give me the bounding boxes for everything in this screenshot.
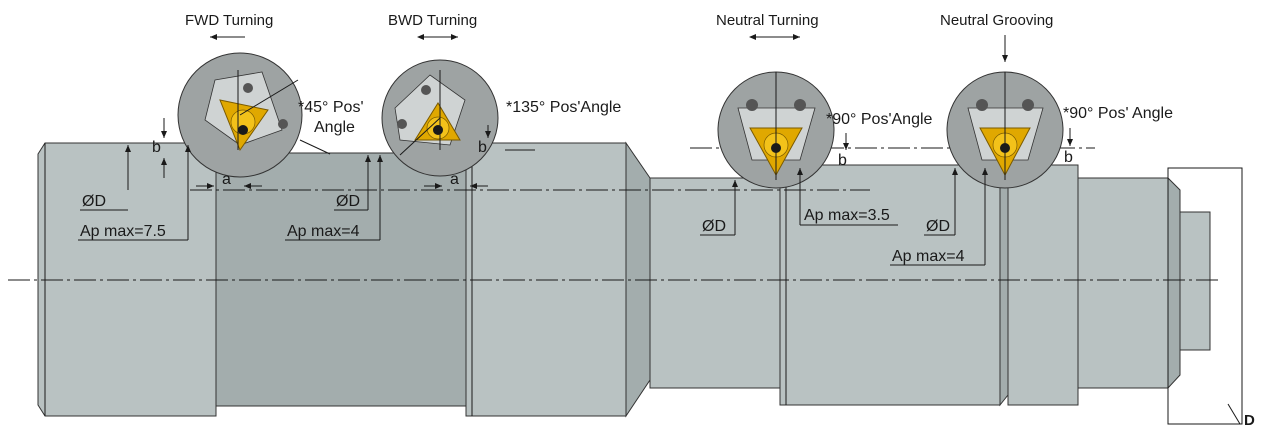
detail-leader	[1227, 403, 1241, 425]
bwd-od-label: ØD	[336, 193, 360, 210]
fwd-tool	[177, 52, 303, 178]
bwd-tool	[381, 59, 499, 177]
bwd-angle-label: *135° Pos'Angle	[506, 99, 621, 116]
neutral-grooving-tool	[946, 71, 1064, 189]
neutral-grooving-ap-label: Ap max=4	[892, 248, 965, 265]
neutral-grooving-angle-label: *90° Pos' Angle	[1063, 105, 1173, 122]
neutral-grooving-title: Neutral Grooving	[940, 12, 1053, 29]
fwd-angle-label-2: Angle	[314, 119, 355, 136]
fwd-angle-leader	[299, 139, 331, 155]
neutral-turning-ap-label: Ap max=3.5	[804, 207, 890, 224]
detail-label: D	[1244, 412, 1255, 429]
fwd-angle-label-1: *45° Pos'	[298, 99, 364, 116]
neutral-turning-od-label: ØD	[702, 218, 726, 235]
neutral-turning-b-label: b	[838, 152, 847, 169]
neutral-grooving-od-label: ØD	[926, 218, 950, 235]
fwd-ap-label: Ap max=7.5	[80, 223, 166, 240]
neutral-turning-tool	[717, 71, 835, 189]
neutral-turning-title: Neutral Turning	[716, 12, 819, 29]
fwd-od-label: ØD	[82, 193, 106, 210]
neutral-grooving-b-label: b	[1064, 149, 1073, 166]
neutral-turning-angle-label: *90° Pos'Angle	[826, 111, 933, 128]
bwd-b-label: b	[478, 139, 487, 156]
fwd-a-label: a	[222, 171, 231, 188]
fwd-turning-title: FWD Turning	[185, 12, 273, 29]
fwd-b-label: b	[152, 139, 161, 156]
bwd-a-label: a	[450, 171, 459, 188]
bwd-ap-label: Ap max=4	[287, 223, 360, 240]
detail-box	[1167, 167, 1243, 425]
bwd-turning-title: BWD Turning	[388, 12, 477, 29]
